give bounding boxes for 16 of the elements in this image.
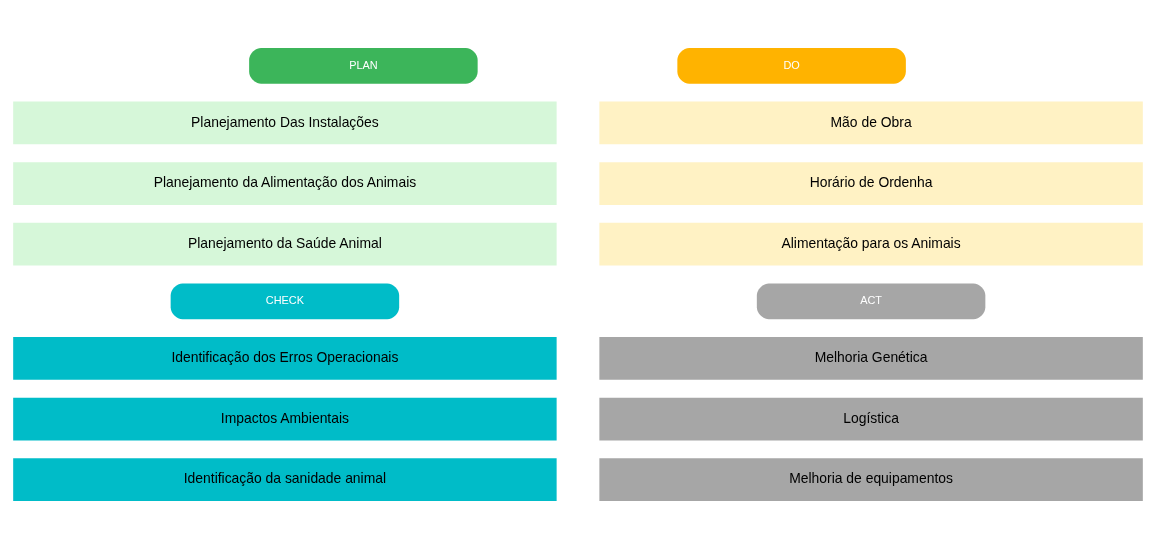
- node-box: Horário de Ordenha: [599, 161, 1143, 205]
- node-box: DO: [677, 47, 906, 84]
- node-box: Planejamento Das Instalações: [13, 101, 557, 144]
- node-box: Mão de Obra: [599, 101, 1143, 144]
- node-box: PLAN: [249, 47, 478, 84]
- node-box: CHECK: [170, 282, 400, 319]
- node-box: Planejamento da Alimentação dos Animais: [13, 161, 557, 205]
- node-box: Identificação dos Erros Operacionais: [13, 336, 557, 380]
- node-box: Logística: [599, 397, 1143, 440]
- node-box: Alimentação para os Animais: [599, 222, 1143, 266]
- node-box: Planejamento da Saúde Animal: [13, 222, 557, 266]
- node-box: Identificação da sanidade animal: [13, 457, 557, 501]
- node-box: Impactos Ambientais: [13, 397, 557, 440]
- node-box: Melhoria Genética: [599, 336, 1143, 380]
- node-box: ACT: [756, 282, 986, 319]
- node-box: Melhoria de equipamentos: [599, 457, 1143, 501]
